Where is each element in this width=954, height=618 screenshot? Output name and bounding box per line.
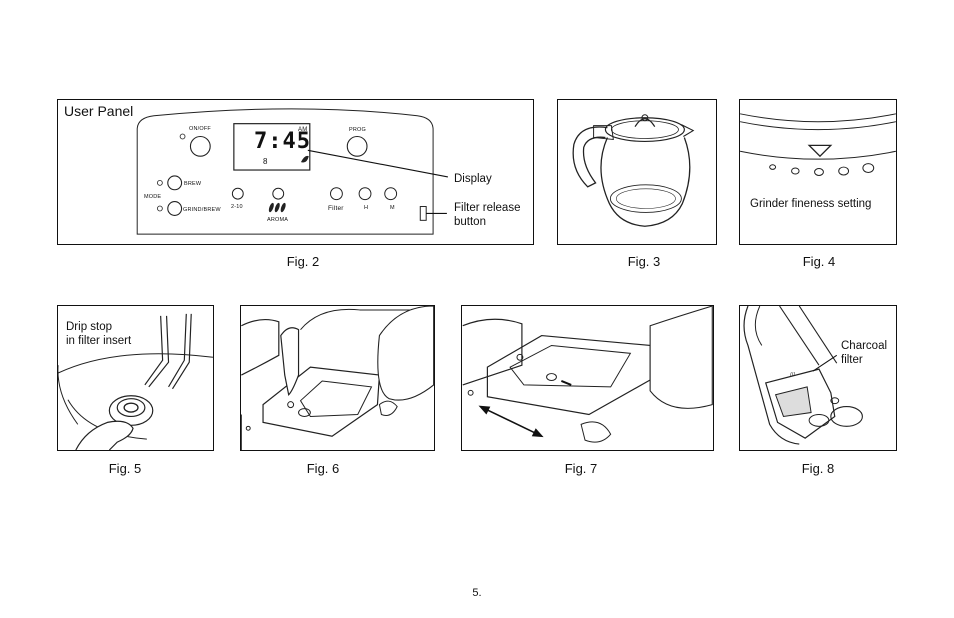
fig7-filter-slide-box bbox=[461, 305, 714, 451]
display-time: 7:45 bbox=[254, 129, 311, 154]
h-label: H bbox=[364, 205, 369, 211]
mode-label: MODE bbox=[144, 194, 162, 200]
onoff-button-shape bbox=[189, 135, 211, 157]
fig3-caption: Fig. 3 bbox=[627, 254, 661, 269]
filter-label: Filter bbox=[328, 205, 344, 212]
carafe-drawing bbox=[572, 114, 695, 227]
fig7-caption: Fig. 7 bbox=[564, 461, 598, 476]
fig8-charcoal-box: /// Charcoal filter bbox=[739, 305, 897, 451]
grindbrew-led-icon bbox=[157, 205, 163, 212]
panel-title: User Panel bbox=[64, 103, 134, 119]
fig3-carafe-box bbox=[557, 99, 717, 245]
grinder-drawing bbox=[740, 113, 896, 176]
bean-icon bbox=[300, 155, 309, 163]
slide-direction-arrow bbox=[484, 407, 539, 435]
aroma-beans-icon bbox=[268, 202, 286, 213]
fig6-caption: Fig. 6 bbox=[306, 461, 340, 476]
onoff-led-icon bbox=[179, 133, 186, 140]
drip-stop-drawing bbox=[58, 313, 213, 450]
m-label: M bbox=[390, 205, 395, 211]
callout-filter-release-1: Filter release bbox=[454, 202, 521, 214]
prog-button-shape bbox=[346, 135, 368, 157]
fig2-user-panel-box: User Panel 7:45 AM 8 ON/OFF PROG BREW MO… bbox=[57, 99, 534, 245]
filter-slide-drawing bbox=[462, 306, 713, 443]
brew-label: BREW bbox=[184, 181, 202, 187]
charcoal-label-2: filter bbox=[841, 354, 863, 366]
grindbrew-label: GRIND/BREW bbox=[183, 207, 221, 213]
display-number: 8 bbox=[263, 157, 268, 166]
triangle-pointer-icon bbox=[807, 144, 833, 158]
fig4-caption: Fig. 4 bbox=[802, 254, 836, 269]
display-am: AM bbox=[298, 127, 308, 133]
filter-press-drawing bbox=[241, 306, 434, 450]
charcoal-filter-drawing bbox=[743, 306, 863, 445]
fig5-caption: Fig. 5 bbox=[108, 461, 142, 476]
fig4-grinder-box: Grinder fineness setting bbox=[739, 99, 897, 245]
fig6-filter-press-box bbox=[240, 305, 435, 451]
callout-display: Display bbox=[454, 173, 492, 185]
page-number: 5. bbox=[472, 587, 482, 599]
onoff-label: ON/OFF bbox=[189, 126, 211, 132]
fig8-caption: Fig. 8 bbox=[801, 461, 835, 476]
prog-label: PROG bbox=[349, 127, 366, 133]
range-label: 2-10 bbox=[231, 204, 243, 210]
drip-stop-label-1: Drip stop bbox=[66, 321, 113, 333]
aroma-label: AROMA bbox=[267, 217, 289, 223]
fig2-caption: Fig. 2 bbox=[286, 254, 320, 269]
fig5-drip-stop-box: Drip stop in filter insert bbox=[57, 305, 214, 451]
charcoal-label-1: Charcoal bbox=[841, 340, 888, 352]
drip-stop-label-2: in filter insert bbox=[66, 335, 132, 347]
grinder-fineness-label: Grinder fineness setting bbox=[750, 198, 872, 210]
callout-filter-release-2: button bbox=[454, 216, 486, 228]
user-panel-drawing bbox=[136, 108, 448, 235]
brew-led-icon bbox=[157, 179, 163, 186]
filter-small-mark: /// bbox=[790, 372, 796, 378]
